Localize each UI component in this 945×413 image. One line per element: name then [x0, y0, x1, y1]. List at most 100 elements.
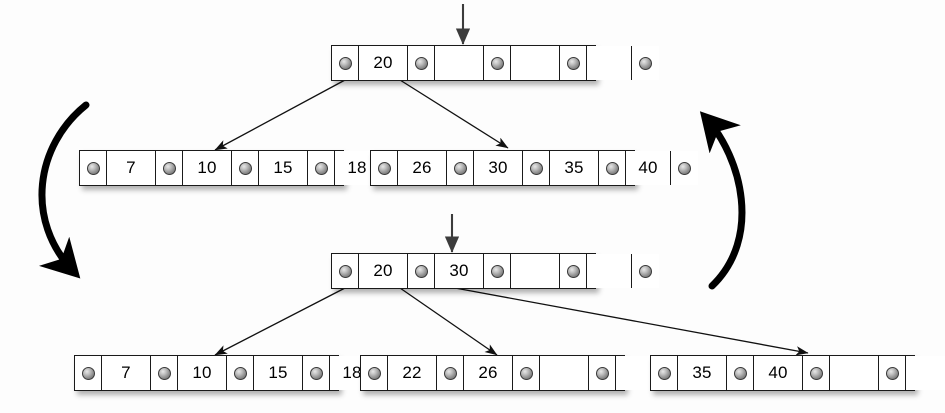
- leaf-after-middle-pointer-0: [361, 356, 388, 390]
- leaf-before-right-pointer-2: [447, 151, 474, 185]
- pointer-dot-icon: [233, 366, 247, 380]
- leaf-after-right-pointer-2: [727, 356, 754, 390]
- leaf-after-right-key-1: 35: [678, 356, 727, 390]
- child-pointer-links: [214, 79, 809, 356]
- link-after-root-to-middle-leaf: [399, 287, 498, 356]
- pointer-dot-icon: [490, 264, 504, 278]
- pointer-dot-icon: [309, 366, 323, 380]
- link-before-root-to-left-leaf: [214, 79, 346, 151]
- leaf-after-right: 35 40: [650, 355, 945, 391]
- pointer-dot-icon: [639, 264, 652, 278]
- leaf-before-right-key-5: 35: [550, 151, 599, 185]
- flow-arrow-right-up: [699, 111, 746, 290]
- leaf-after-right-key-3: 40: [754, 356, 803, 390]
- root-before-pointer-0: [332, 46, 359, 80]
- leaf-after-middle-key-1: 22: [388, 356, 437, 390]
- root-after-pointer-8: [632, 254, 659, 288]
- pointer-dot-icon: [162, 161, 176, 175]
- leaf-before-left-pointer-6: [308, 151, 335, 185]
- leaf-after-right-pointer-6: [879, 356, 906, 390]
- root-after-key-7: [587, 254, 632, 288]
- root-before-key-7: [587, 46, 632, 80]
- pointer-dot-icon: [338, 264, 352, 278]
- leaf-before-left-pointer-2: [156, 151, 183, 185]
- pointer-dot-icon: [414, 56, 428, 70]
- leaf-before-right: 26 30 35 40: [370, 150, 698, 186]
- pointer-dot-icon: [566, 56, 580, 70]
- leaf-before-left-key-5: 15: [259, 151, 308, 185]
- leaf-after-left-pointer-6: [303, 356, 330, 390]
- leaf-after-middle: 22 26: [360, 355, 688, 391]
- link-before-root-to-right-leaf: [399, 79, 509, 149]
- root-before: 20: [331, 45, 659, 81]
- leaf-before-right-pointer-8: [671, 151, 698, 185]
- pointer-dot-icon: [490, 56, 504, 70]
- pointer-dot-icon: [157, 366, 171, 380]
- leaf-before-right-pointer-6: [599, 151, 626, 185]
- leaf-after-left-key-1: 7: [102, 356, 151, 390]
- root-before-key-1: 20: [359, 46, 408, 80]
- root-before-pointer-4: [484, 46, 511, 80]
- pointer-dot-icon: [809, 366, 823, 380]
- root-before-key-3: [435, 46, 484, 80]
- root-before-pointer-8: [632, 46, 659, 80]
- pointer-dot-icon: [367, 366, 381, 380]
- leaf-after-middle-key-3: 26: [464, 356, 513, 390]
- leaf-after-left-pointer-2: [151, 356, 178, 390]
- leaf-after-right-pointer-4: [803, 356, 830, 390]
- root-after-key-5: [511, 254, 560, 288]
- pointer-dot-icon: [414, 264, 428, 278]
- pointer-dot-icon: [86, 161, 100, 175]
- pointer-dot-icon: [639, 56, 652, 70]
- root-after-pointer-2: [408, 254, 435, 288]
- root-before-pointer-2: [408, 46, 435, 80]
- link-after-root-to-left-leaf: [214, 287, 346, 356]
- leaf-before-right-key-7: 40: [626, 151, 671, 185]
- leaf-before-right-key-3: 30: [474, 151, 523, 185]
- leaf-after-right-key-5: [830, 356, 879, 390]
- pointer-dot-icon: [338, 56, 352, 70]
- leaf-before-left-key-1: 7: [107, 151, 156, 185]
- flow-arrow-left-down: [38, 101, 90, 279]
- leaf-after-middle-key-5: [540, 356, 589, 390]
- root-after-pointer-6: [560, 254, 587, 288]
- root-before-key-5: [511, 46, 560, 80]
- pointer-dot-icon: [377, 161, 391, 175]
- root-after-pointer-0: [332, 254, 359, 288]
- root-after-key-1: 20: [359, 254, 408, 288]
- leaf-after-left-pointer-4: [227, 356, 254, 390]
- pointer-dot-icon: [453, 161, 467, 175]
- root-before-pointer-6: [560, 46, 587, 80]
- pointer-dot-icon: [678, 161, 691, 175]
- leaf-before-left-key-3: 10: [183, 151, 232, 185]
- leaf-before-right-key-1: 26: [398, 151, 447, 185]
- leaf-after-left-pointer-0: [75, 356, 102, 390]
- pointer-dot-icon: [519, 366, 533, 380]
- leaf-after-right-pointer-0: [651, 356, 678, 390]
- link-after-root-to-right-leaf: [454, 287, 809, 356]
- root-after-key-3: 30: [435, 254, 484, 288]
- pointer-dot-icon: [885, 366, 899, 380]
- leaf-after-middle-pointer-2: [437, 356, 464, 390]
- leaf-before-right-pointer-0: [371, 151, 398, 185]
- pointer-dot-icon: [238, 161, 252, 175]
- leaf-before-right-pointer-4: [523, 151, 550, 185]
- leaf-after-middle-pointer-6: [589, 356, 616, 390]
- pointer-dot-icon: [595, 366, 609, 380]
- leaf-after-left-key-3: 10: [178, 356, 227, 390]
- pointer-dot-icon: [566, 264, 580, 278]
- insert-position-arrows: [444, 4, 471, 253]
- pointer-dot-icon: [314, 161, 328, 175]
- pointer-dot-icon: [733, 366, 747, 380]
- pointer-dot-icon: [605, 161, 619, 175]
- pointer-dot-icon: [529, 161, 543, 175]
- leaf-after-left-key-5: 15: [254, 356, 303, 390]
- leaf-after-middle-pointer-4: [513, 356, 540, 390]
- pointer-dot-icon: [81, 366, 95, 380]
- root-after-pointer-4: [484, 254, 511, 288]
- pointer-dot-icon: [657, 366, 671, 380]
- leaf-before-left-pointer-4: [232, 151, 259, 185]
